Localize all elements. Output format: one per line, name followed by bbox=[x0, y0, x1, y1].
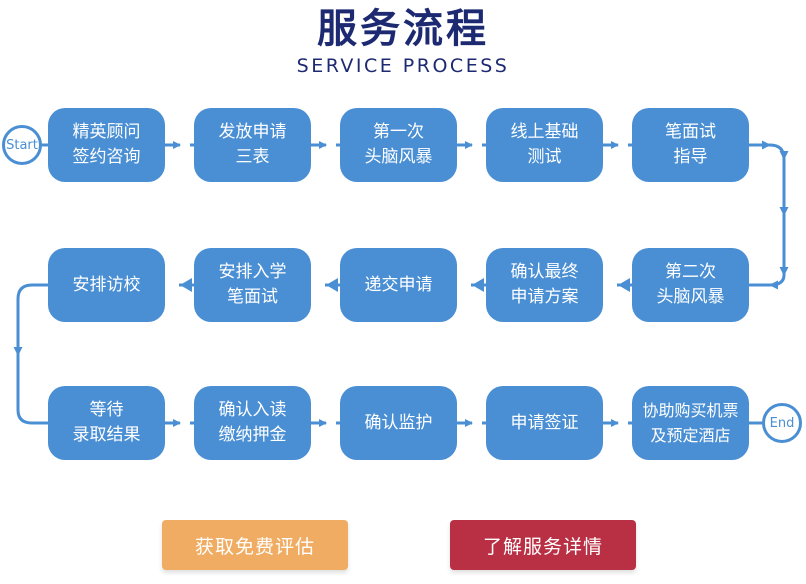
flow-node-label: 确认入读 缴纳押金 bbox=[218, 400, 287, 445]
flow-node-label: 安排入学 笔面试 bbox=[218, 262, 287, 307]
flow-start-label: Start bbox=[6, 137, 38, 153]
flow-node-row1-2[interactable]: 发放申请 三表 bbox=[194, 108, 311, 182]
flow-node-label: 精英顾问 签约咨询 bbox=[72, 122, 141, 167]
free-assessment-button[interactable]: 获取免费评估 bbox=[162, 520, 348, 570]
flow-end-label: End bbox=[769, 415, 795, 431]
flow-node-row1-3[interactable]: 第一次 头脑风暴 bbox=[340, 108, 457, 182]
page-title: 服务流程 bbox=[317, 6, 489, 52]
page-title-block: 服务流程 SERVICE PROCESS bbox=[0, 0, 806, 78]
flow-node-label: 协助购买机票 及预定酒店 bbox=[642, 401, 739, 445]
flow-node-row2-4[interactable]: 安排入学 笔面试 bbox=[194, 248, 311, 322]
flow-node-label: 发放申请 三表 bbox=[218, 122, 287, 167]
flow-node-label: 申请签证 bbox=[510, 412, 579, 433]
flow-node-row3-3[interactable]: 确认监护 bbox=[340, 386, 457, 460]
flow-node-label: 确认监护 bbox=[364, 412, 433, 433]
flow-node-row2-2[interactable]: 确认最终 申请方案 bbox=[486, 248, 603, 322]
flow-node-row3-5[interactable]: 协助购买机票 及预定酒店 bbox=[632, 386, 749, 460]
flow-node-row3-1[interactable]: 等待 录取结果 bbox=[48, 386, 165, 460]
flow-node-label: 第二次 头脑风暴 bbox=[656, 262, 725, 307]
flow-node-label: 第一次 头脑风暴 bbox=[364, 122, 433, 167]
flow-node-row3-4[interactable]: 申请签证 bbox=[486, 386, 603, 460]
flow-node-label: 线上基础 测试 bbox=[510, 122, 579, 167]
service-details-button[interactable]: 了解服务详情 bbox=[450, 520, 636, 570]
flow-node-row1-5[interactable]: 笔面试 指导 bbox=[632, 108, 749, 182]
flow-node-label: 安排访校 bbox=[72, 274, 141, 295]
flow-node-row3-2[interactable]: 确认入读 缴纳押金 bbox=[194, 386, 311, 460]
flow-node-row2-3[interactable]: 递交申请 bbox=[340, 248, 457, 322]
flow-node-label: 递交申请 bbox=[364, 274, 433, 295]
flow-node-label: 确认最终 申请方案 bbox=[510, 262, 579, 307]
flow-node-row1-1[interactable]: 精英顾问 签约咨询 bbox=[48, 108, 165, 182]
flow-node-row2-5[interactable]: 安排访校 bbox=[48, 248, 165, 322]
flow-start-terminator: Start bbox=[2, 125, 42, 165]
flow-node-label: 等待 录取结果 bbox=[72, 400, 141, 445]
flow-node-label: 笔面试 指导 bbox=[665, 122, 716, 167]
page-subtitle: SERVICE PROCESS bbox=[296, 55, 510, 77]
flow-end-terminator: End bbox=[762, 403, 802, 443]
flow-node-row2-1[interactable]: 第二次 头脑风暴 bbox=[632, 248, 749, 322]
flow-node-row1-4[interactable]: 线上基础 测试 bbox=[486, 108, 603, 182]
